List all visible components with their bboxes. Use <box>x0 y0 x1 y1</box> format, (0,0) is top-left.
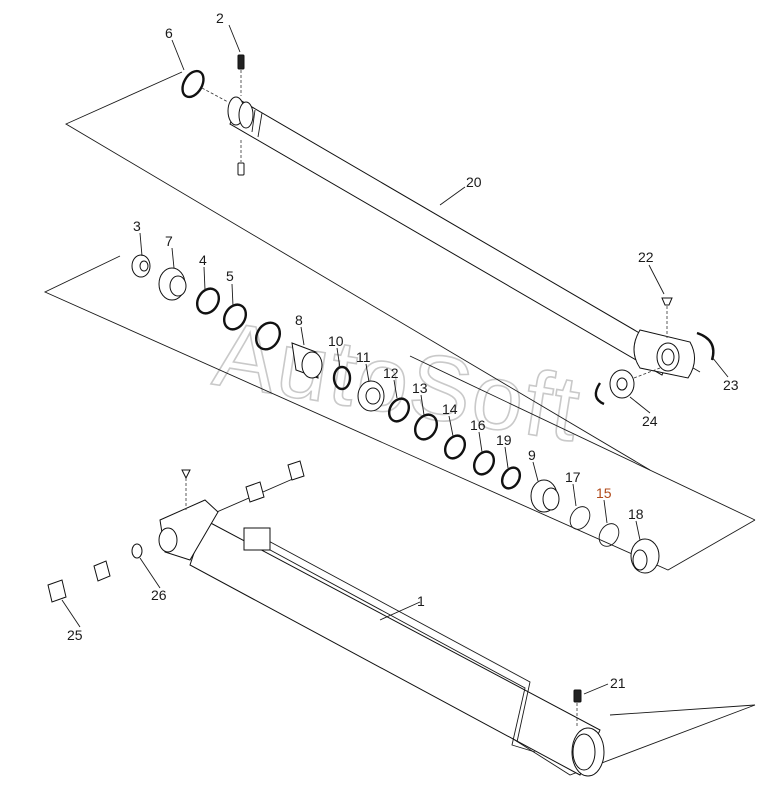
callout-labels: 2 6 20 3 7 4 5 8 10 11 12 13 14 16 19 9 … <box>67 10 739 691</box>
seal-16[interactable] <box>470 448 498 478</box>
callout-22: 22 <box>638 249 654 265</box>
snap-ring-6[interactable] <box>178 67 208 100</box>
callout-14: 14 <box>442 401 458 417</box>
pin-bushing-top[interactable] <box>287 460 305 481</box>
snap-ring-23[interactable] <box>696 331 715 361</box>
callout-20: 20 <box>466 174 482 190</box>
callout-11: 11 <box>356 349 371 365</box>
ring-15[interactable] <box>595 520 623 550</box>
seal-kit-group <box>43 254 756 574</box>
callout-15: 15 <box>596 485 612 501</box>
ring-14[interactable] <box>441 432 469 462</box>
ring-5[interactable] <box>220 301 250 334</box>
callout-13: 13 <box>412 380 428 396</box>
callout-23: 23 <box>723 377 739 393</box>
callout-8: 8 <box>295 312 303 328</box>
port-block[interactable] <box>243 527 271 551</box>
callout-24: 24 <box>642 413 658 429</box>
callout-4: 4 <box>199 252 207 268</box>
ring-12[interactable] <box>385 395 413 425</box>
callout-6: 6 <box>165 25 173 41</box>
leader-lines <box>61 24 729 695</box>
grease-nipple-21[interactable] <box>573 689 582 703</box>
ring-19[interactable] <box>499 464 524 491</box>
seal-10[interactable] <box>332 365 352 391</box>
callout-25: 25 <box>67 627 83 643</box>
callout-2: 2 <box>216 10 224 26</box>
bushing-26[interactable] <box>131 543 143 559</box>
callout-26: 26 <box>151 587 167 603</box>
grease-nipple-2[interactable] <box>237 54 245 70</box>
callout-18: 18 <box>628 506 644 522</box>
callout-10: 10 <box>328 333 344 349</box>
callout-21: 21 <box>610 675 626 691</box>
ring-4[interactable] <box>193 285 223 318</box>
ring-17[interactable] <box>566 503 594 533</box>
grease-fitting-22[interactable] <box>661 297 673 306</box>
callout-3: 3 <box>133 218 141 234</box>
callout-9: 9 <box>528 447 536 463</box>
callout-1: 1 <box>417 593 425 609</box>
cylinder-tube-1[interactable] <box>189 519 601 776</box>
callout-7: 7 <box>165 233 173 249</box>
callout-19: 19 <box>496 432 512 448</box>
callout-5: 5 <box>226 268 234 284</box>
callout-16: 16 <box>470 417 486 433</box>
ring-13[interactable] <box>411 411 441 444</box>
callout-12: 12 <box>383 365 399 381</box>
cylinder-tube-group <box>47 460 756 777</box>
pin-bushing-25[interactable] <box>47 579 67 603</box>
watermark-text: AutoSoft <box>208 303 588 461</box>
callout-17: 17 <box>565 469 581 485</box>
piston-rod-group <box>65 54 715 471</box>
